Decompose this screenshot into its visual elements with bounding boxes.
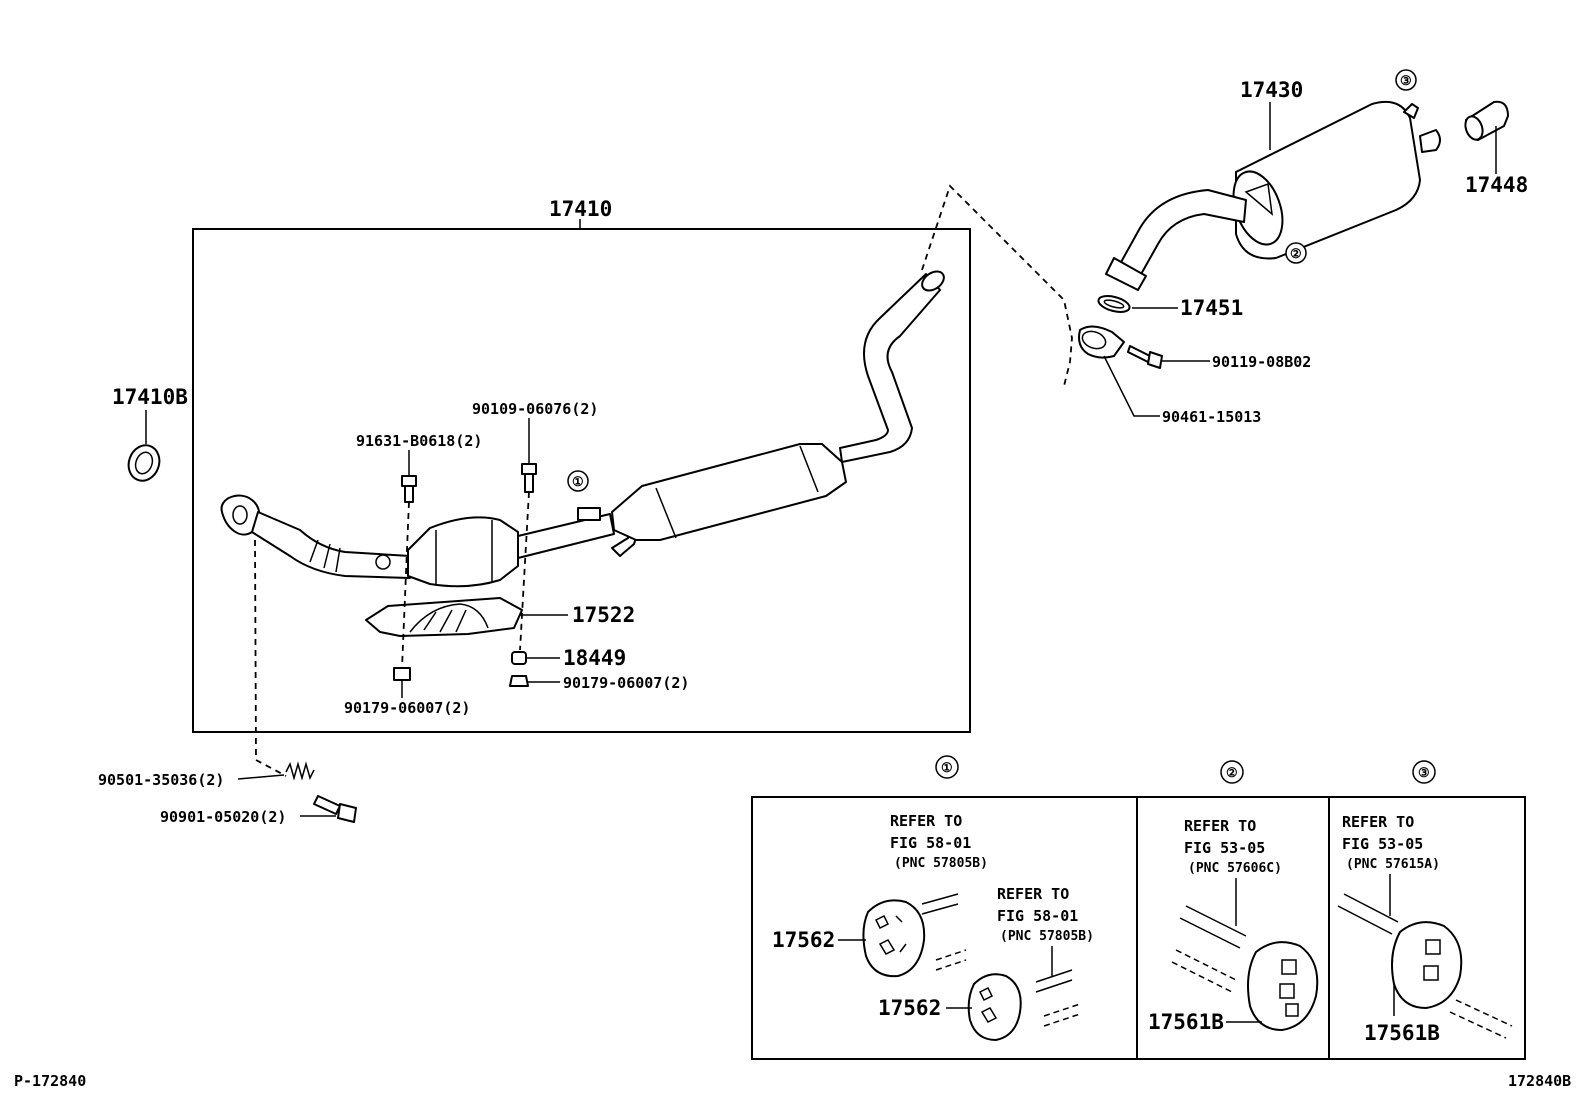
panel-1-marker-text: ① <box>941 761 953 776</box>
callout-3-muffler-text: ③ <box>1400 74 1412 89</box>
panel-2-marker-text: ② <box>1226 766 1238 781</box>
panel-1-refer-b-3: (PNC 57805B) <box>1000 929 1094 944</box>
label-17410B[interactable]: 17410B <box>112 385 188 409</box>
label-90119[interactable]: 90119-08B02 <box>1212 353 1311 371</box>
panel-3-marker-text: ③ <box>1418 766 1430 781</box>
panel-1-part-a[interactable]: 17562 <box>772 928 835 952</box>
panel-3-refer-2: FIG 53-05 <box>1342 835 1423 853</box>
bolt-90119-icon[interactable] <box>1127 345 1163 369</box>
label-90461[interactable]: 90461-15013 <box>1162 408 1261 426</box>
panel-1-marker <box>935 755 959 779</box>
nut-18449-icon[interactable] <box>511 651 527 665</box>
panel-1-refer-b-1: REFER TO <box>997 885 1069 903</box>
heat-insulator-17522[interactable] <box>365 597 523 637</box>
label-17448[interactable]: 17448 <box>1465 173 1528 197</box>
tail-muffler-17430[interactable] <box>1105 100 1441 291</box>
label-17451[interactable]: 17451 <box>1180 296 1243 320</box>
spring-90501-icon[interactable] <box>285 761 315 781</box>
hanger-17561B-panel3-icon[interactable] <box>1337 874 1513 1039</box>
label-90179-left[interactable]: 90179-06007(2) <box>344 699 470 717</box>
panel-1-refer-b-2: FIG 58-01 <box>997 907 1078 925</box>
panel-1-refer-a-1: REFER TO <box>890 812 962 830</box>
hanger-17562-upper-icon[interactable] <box>862 893 967 978</box>
panel-3-part[interactable]: 17561B <box>1364 1021 1440 1045</box>
label-17410[interactable]: 17410 <box>549 197 612 221</box>
label-91631[interactable]: 91631-B0618(2) <box>356 432 482 450</box>
hanger-17561B-panel2-icon[interactable] <box>1171 878 1319 1031</box>
label-90901[interactable]: 90901-05020(2) <box>160 808 286 826</box>
panel-3-refer-1: REFER TO <box>1342 813 1414 831</box>
panel-3-refer-3: (PNC 57615A) <box>1346 857 1440 872</box>
label-90501[interactable]: 90501-35036(2) <box>98 771 224 789</box>
label-90109[interactable]: 90109-06076(2) <box>472 400 598 418</box>
label-18449[interactable]: 18449 <box>563 646 626 670</box>
tail-tip-17448[interactable] <box>1462 100 1509 142</box>
detail-panel-3 <box>1328 796 1526 1060</box>
panel-2-marker <box>1220 760 1244 784</box>
label-17522[interactable]: 17522 <box>572 603 635 627</box>
clamp-90461-icon[interactable] <box>1078 325 1125 359</box>
bolt-91631-icon[interactable] <box>401 475 417 503</box>
callout-2-muffler-text: ② <box>1290 247 1302 262</box>
label-17430[interactable]: 17430 <box>1240 78 1303 102</box>
page-code-left: P-172840 <box>14 1072 86 1090</box>
panel-2-refer-1: REFER TO <box>1184 817 1256 835</box>
callout-1-main-text: ① <box>572 475 584 490</box>
page-code-right: 172840B <box>1508 1072 1571 1090</box>
callout-2-muffler <box>1285 242 1307 264</box>
nut-90179-left-icon[interactable] <box>393 667 411 681</box>
label-90179-right[interactable]: 90179-06007(2) <box>563 674 689 692</box>
panel-1-refer-a-3: (PNC 57805B) <box>894 856 988 871</box>
gasket-17410B-icon[interactable] <box>124 441 165 485</box>
assembly-17410-box <box>192 228 971 733</box>
callout-3-muffler <box>1395 69 1417 91</box>
front-exhaust-pipe[interactable] <box>220 268 948 588</box>
hanger-17562-lower-icon[interactable] <box>967 946 1081 1041</box>
panel-2-part[interactable]: 17561B <box>1148 1010 1224 1034</box>
panel-3-marker <box>1412 760 1436 784</box>
panel-2-refer-2: FIG 53-05 <box>1184 839 1265 857</box>
bolt-90901-icon[interactable] <box>313 795 357 823</box>
nut-90179-right-icon[interactable] <box>509 675 529 687</box>
panel-1-part-b[interactable]: 17562 <box>878 996 941 1020</box>
panel-1-refer-a-2: FIG 58-01 <box>890 834 971 852</box>
bolt-90109-icon[interactable] <box>521 463 537 493</box>
callout-1-main <box>567 470 589 492</box>
panel-2-refer-3: (PNC 57606C) <box>1188 861 1282 876</box>
gasket-17451-icon[interactable] <box>1097 293 1132 315</box>
